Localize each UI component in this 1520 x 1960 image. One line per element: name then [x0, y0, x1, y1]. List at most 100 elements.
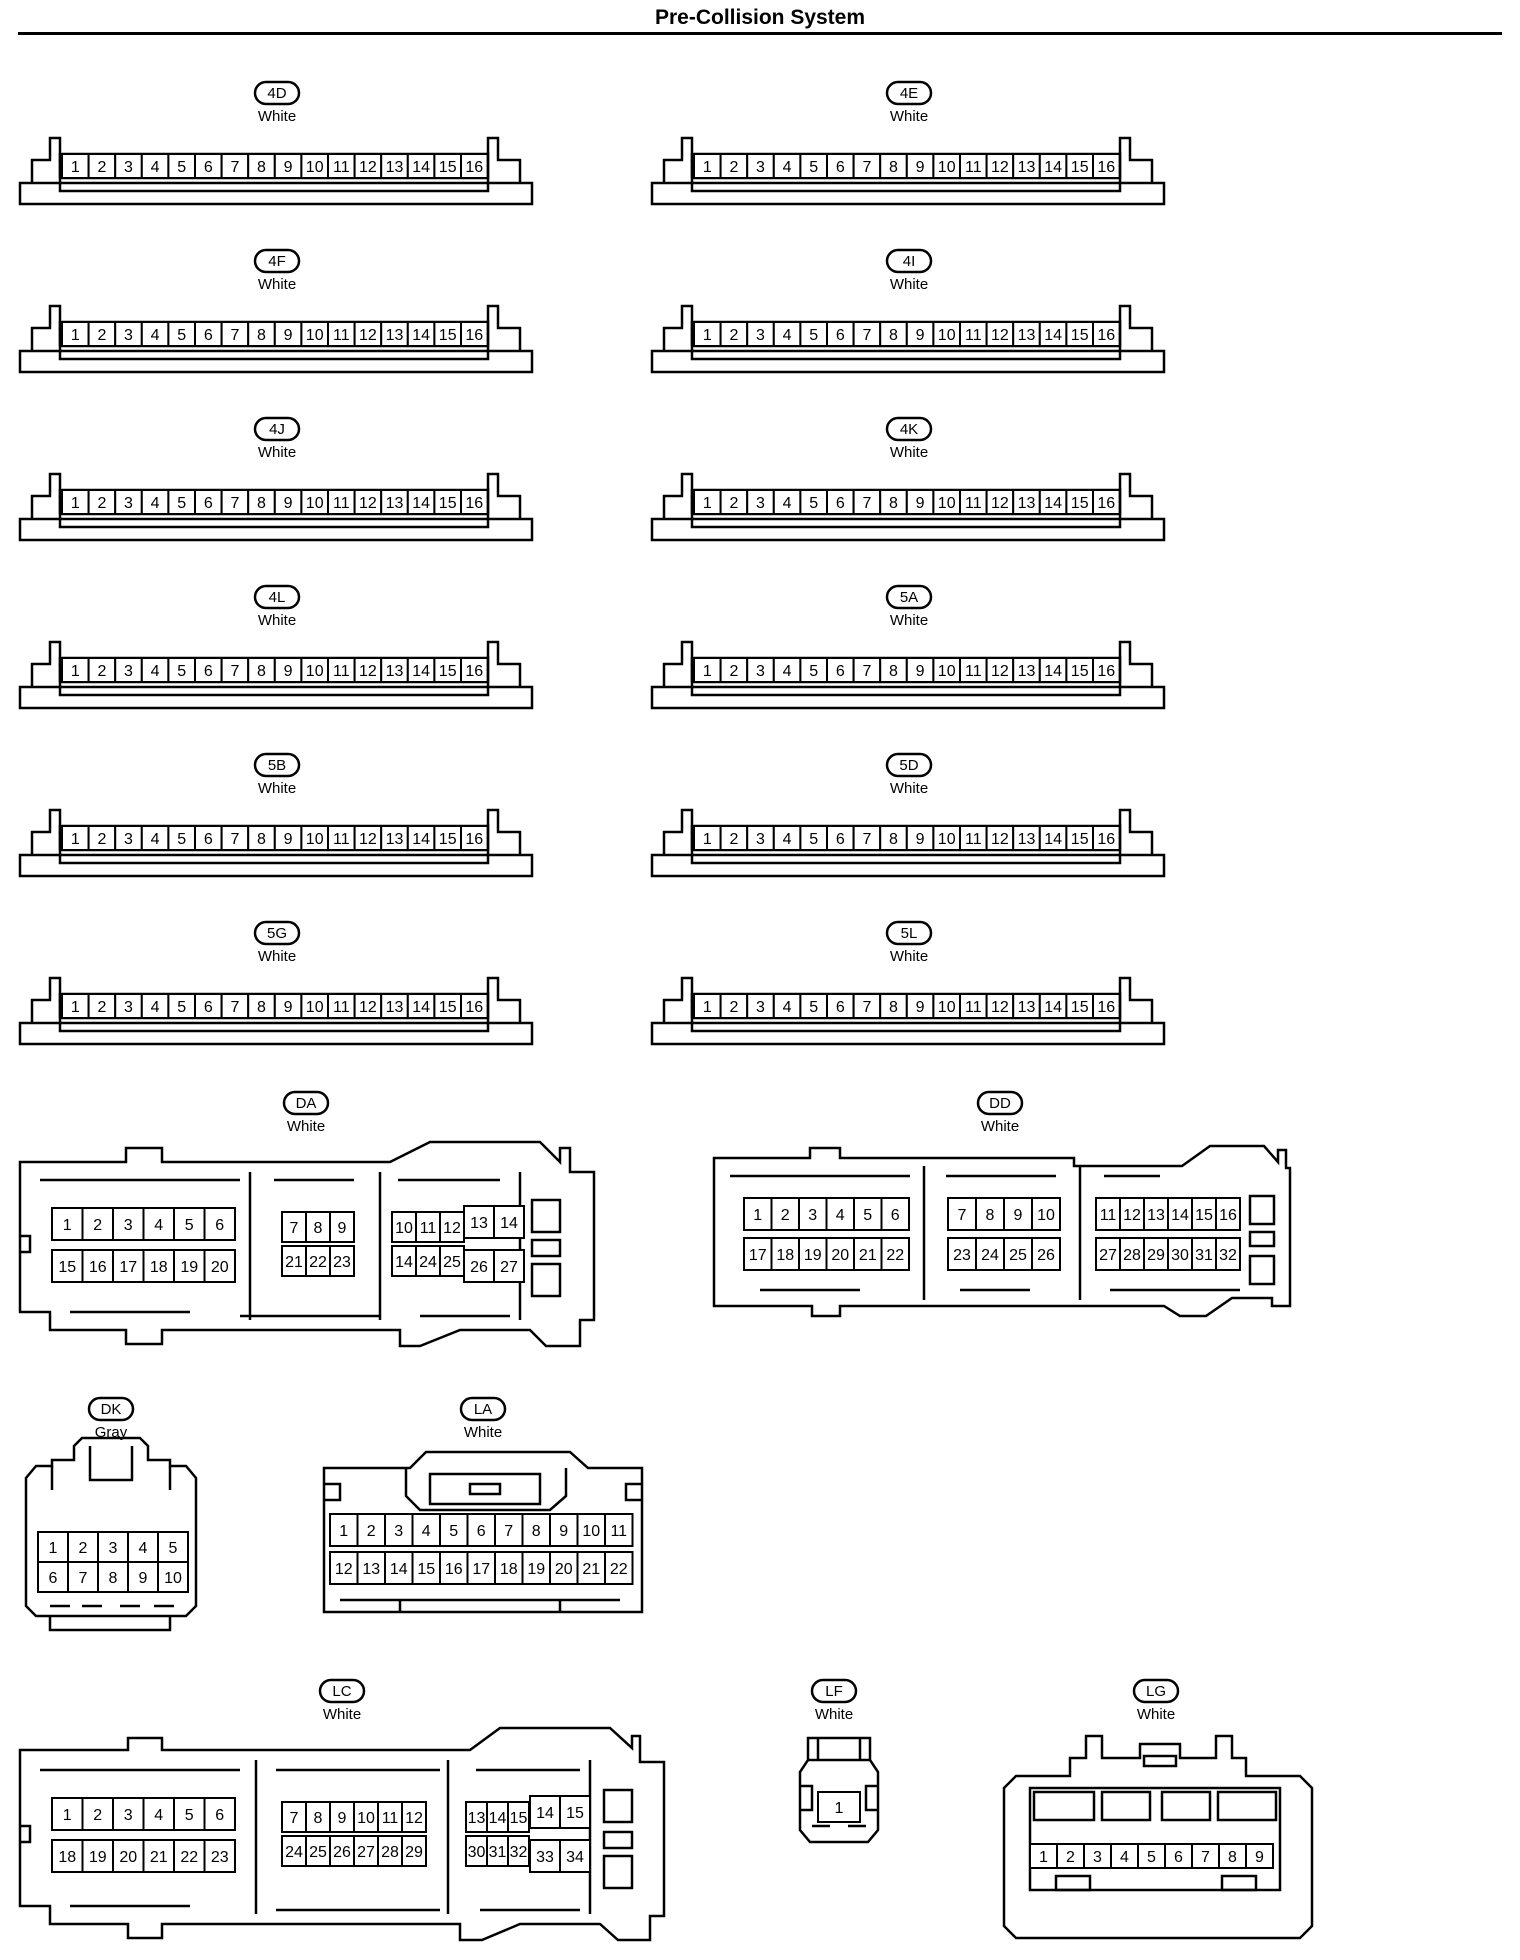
pin-number: 8: [889, 159, 898, 176]
pin-number: 1: [835, 1800, 844, 1817]
pin-number: 5: [809, 999, 818, 1016]
pin-cell: 3: [746, 321, 775, 347]
pin-cell-box: [460, 321, 489, 347]
pin-cell: 8: [1218, 1843, 1247, 1869]
pin-number: 3: [124, 1807, 133, 1824]
pin-cell: 9: [549, 1513, 579, 1547]
pin-number: 5: [863, 1207, 872, 1224]
pin-number: 9: [284, 831, 293, 848]
pin-cell-box: [460, 993, 489, 1019]
pin-number: 31: [489, 1844, 507, 1861]
pin-cell: 5: [173, 1797, 206, 1831]
pin-number: 12: [359, 327, 377, 344]
pin-cell: 21: [853, 1237, 883, 1271]
pin-cell-box: [37, 1561, 69, 1593]
pin-cell-box: [880, 1197, 910, 1231]
connector-id: 5G: [267, 925, 287, 942]
pin-number: 8: [257, 831, 266, 848]
pin-number: 3: [756, 999, 765, 1016]
pin-cell: 9: [905, 321, 935, 347]
pin-cell-box: [380, 657, 409, 683]
pin-number: 31: [1195, 1247, 1213, 1264]
pin-cell-box: [203, 1839, 236, 1873]
pin-cell: 19: [521, 1551, 551, 1585]
pin-cell-box: [1092, 321, 1121, 347]
pin-cell: 4: [772, 489, 802, 515]
pin-cell: 13: [1012, 657, 1041, 683]
pin-cell: 8: [97, 1561, 129, 1593]
pin-number: 10: [306, 831, 324, 848]
pin-number: 8: [314, 1220, 323, 1237]
connector-color: White: [258, 108, 296, 125]
pin-cell: 21: [576, 1551, 606, 1585]
pin-cell: 3: [114, 153, 143, 179]
pin-cell: 15: [51, 1249, 84, 1283]
pin-number: 4: [151, 495, 160, 512]
pin-cell-box: [743, 1197, 773, 1231]
pin-number: 8: [257, 495, 266, 512]
tag-outline: [885, 752, 933, 778]
pin-number: 30: [1171, 1247, 1189, 1264]
pin-cell: 10: [932, 489, 962, 515]
pin-number: 7: [1201, 1849, 1210, 1866]
pin-number: 1: [1039, 1849, 1048, 1866]
pin-cell: 31: [486, 1835, 509, 1867]
pin-cell-box: [406, 489, 436, 515]
pin-cell-box: [879, 825, 908, 851]
pin-cell: 23: [203, 1839, 236, 1873]
pin-cell-box: [985, 153, 1015, 179]
pin-cell-box: [203, 1797, 236, 1831]
pin-number: 2: [1066, 1849, 1075, 1866]
pin-cell: 16: [81, 1249, 114, 1283]
pin-cell-box: [817, 1791, 861, 1823]
tag-outline: [87, 1396, 135, 1422]
pin-number: 25: [443, 1254, 461, 1271]
pin-cell: 14: [384, 1551, 414, 1585]
pin-cell: 10: [932, 825, 962, 851]
pin-number: 9: [916, 999, 925, 1016]
pin-cell-box: [959, 825, 988, 851]
pin-cell: 27: [353, 1835, 379, 1867]
pin-number: 15: [1071, 159, 1089, 176]
pin-cell-box: [959, 153, 988, 179]
pin-cell: 9: [1245, 1843, 1274, 1869]
pin-cell: 9: [905, 153, 935, 179]
pin-number: 14: [489, 1810, 507, 1827]
pin-number: 2: [97, 327, 106, 344]
pin-number: 13: [1147, 1207, 1165, 1224]
pin-cell: 15: [1065, 153, 1095, 179]
pin-cell-box: [1065, 489, 1095, 515]
pin-number: 3: [124, 495, 133, 512]
pin-cell-box: [1012, 321, 1041, 347]
pin-cell-box: [356, 1513, 386, 1547]
pin-number: 22: [886, 1247, 904, 1264]
pin-cell: 9: [273, 993, 303, 1019]
pin-cell: 19: [81, 1839, 114, 1873]
pin-number: 25: [309, 1844, 327, 1861]
pin-cell: 16: [1092, 993, 1121, 1019]
pin-cell: 14: [1038, 153, 1068, 179]
pin-cell: 14: [1038, 825, 1068, 851]
connector-id: LA: [474, 1401, 492, 1418]
pin-number: 17: [472, 1561, 490, 1578]
connector-color: White: [323, 1706, 361, 1723]
pin-number: 15: [439, 327, 457, 344]
connector-id: LF: [825, 1683, 843, 1700]
pin-number: 1: [71, 831, 80, 848]
pin-cell: 27: [1095, 1237, 1121, 1271]
pin-cell-box: [1092, 489, 1121, 515]
pin-number: 11: [333, 327, 350, 344]
pin-cell: 2: [87, 825, 117, 851]
tag-outline: [810, 1678, 858, 1704]
pin-cell: 15: [507, 1801, 530, 1833]
pin-number: 15: [439, 159, 457, 176]
pin-cell: 2: [87, 153, 117, 179]
pin-cell: 7: [947, 1197, 977, 1231]
pin-cell: 13: [380, 993, 409, 1019]
pin-cell: 4: [140, 153, 170, 179]
pin-number: 7: [230, 999, 239, 1016]
pin-number: 16: [1097, 327, 1115, 344]
pin-number: 20: [211, 1259, 229, 1276]
